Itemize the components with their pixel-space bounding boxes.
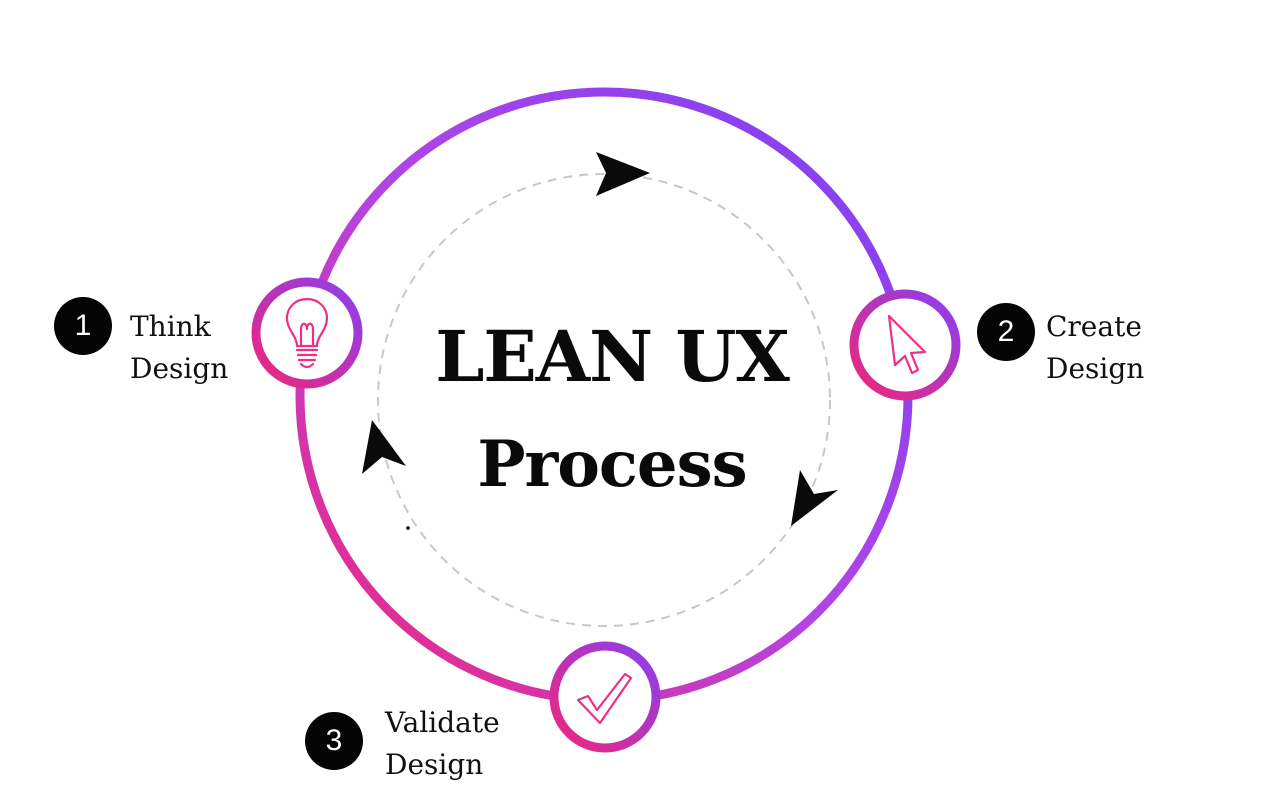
- step-1-label-line2: Design: [130, 352, 229, 385]
- step-2-badge: 2: [977, 303, 1035, 361]
- step-3-label: Validate Design: [385, 702, 500, 786]
- arrow-left-icon: [362, 420, 406, 474]
- arrow-tail-dot: [406, 526, 410, 530]
- step-2-label-line1: Create: [1046, 310, 1142, 343]
- step-1-badge: 1: [54, 297, 112, 355]
- node-validate: [549, 641, 661, 753]
- diagram-title-line2: Process: [477, 427, 747, 502]
- step-2-label-line2: Design: [1046, 352, 1145, 385]
- inner-dashed-ring: [377, 173, 831, 627]
- step-1-label: Think Design: [130, 306, 228, 390]
- step-2-label: Create Design: [1046, 306, 1144, 390]
- checkmark-icon: [576, 672, 633, 725]
- node-think: [251, 277, 363, 389]
- step-3-badge: 3: [305, 712, 363, 770]
- arrow-top-icon: [596, 152, 650, 196]
- lightbulb-icon: [285, 297, 329, 369]
- diagram-title-line1: LEAN UX: [435, 315, 790, 398]
- step-3-label-line2: Design: [385, 748, 484, 781]
- step-1-label-line1: Think: [130, 310, 211, 343]
- arrow-right-icon: [791, 470, 838, 526]
- cursor-arrow-icon: [887, 314, 927, 375]
- step-3-label-line1: Validate: [385, 706, 500, 739]
- node-create: [849, 289, 961, 401]
